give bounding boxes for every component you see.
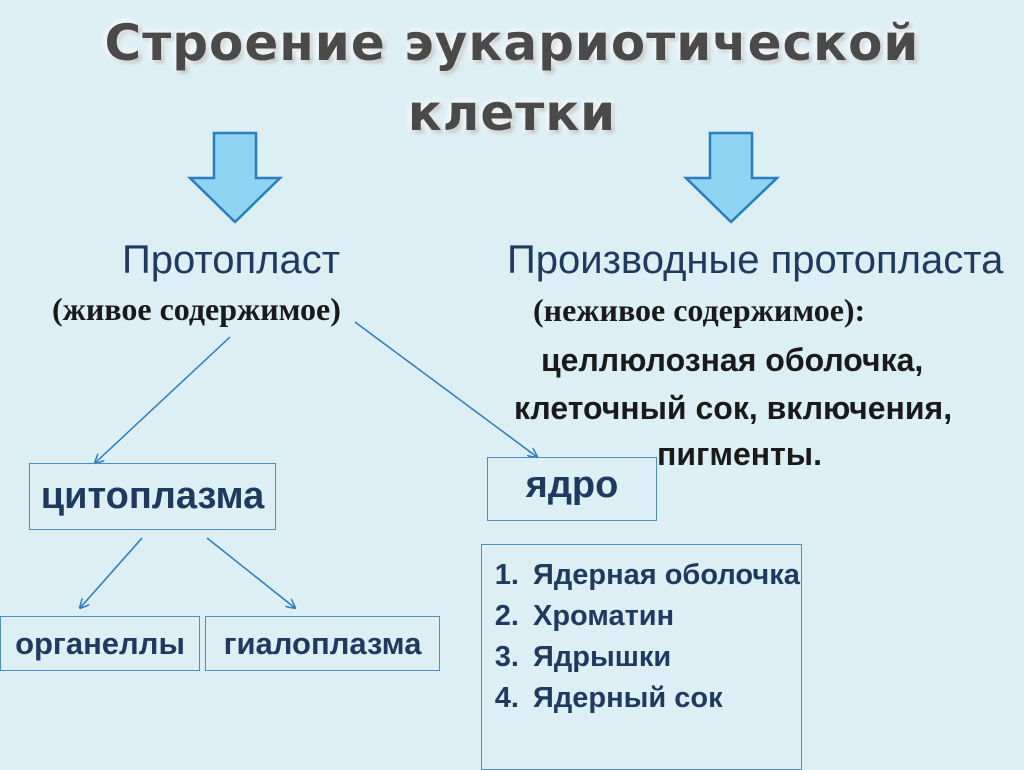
list-item: Ядерный сок (527, 678, 801, 719)
derivatives-line-1: целлюлозная оболочка, (541, 342, 924, 378)
down-arrow-right-icon (682, 131, 781, 224)
arrow-protoplast-to-nucleus (354, 321, 537, 457)
arrow-protoplast-to-cytoplasm (95, 336, 231, 463)
nucleus-parts-box: Ядерная оболочка Хроматин Ядрышки Ядерны… (481, 544, 802, 770)
derivatives-line-2: клеточный сок, включения, (514, 390, 953, 426)
protoplast-subtitle: (живое содержимое) (52, 291, 341, 327)
arrow-cytoplasm-to-hyaloplasm (206, 537, 295, 608)
derivatives-heading: Производные протопласта (507, 238, 1004, 282)
list-item: Ядерная оболочка (527, 555, 801, 596)
cytoplasm-box: цитоплазма (29, 463, 276, 530)
organelles-box: органеллы (0, 616, 200, 671)
title-line-1: Строение эукариотической (104, 14, 920, 72)
hyaloplasm-box: гиалоплазма (205, 616, 440, 671)
title-line-2: клетки (407, 84, 617, 142)
down-arrow-left-icon (186, 131, 284, 224)
nucleus-parts-list: Ядерная оболочка Хроматин Ядрышки Ядерны… (492, 555, 801, 719)
list-item: Хроматин (527, 596, 801, 637)
derivatives-subtitle: (неживое содержимое): (533, 292, 866, 328)
arrow-cytoplasm-to-organelles (80, 537, 143, 608)
derivatives-line-3: пигменты. (657, 436, 823, 472)
list-item: Ядрышки (527, 637, 801, 678)
protoplast-heading: Протопласт (122, 238, 341, 282)
nucleus-box: ядро (487, 457, 657, 521)
